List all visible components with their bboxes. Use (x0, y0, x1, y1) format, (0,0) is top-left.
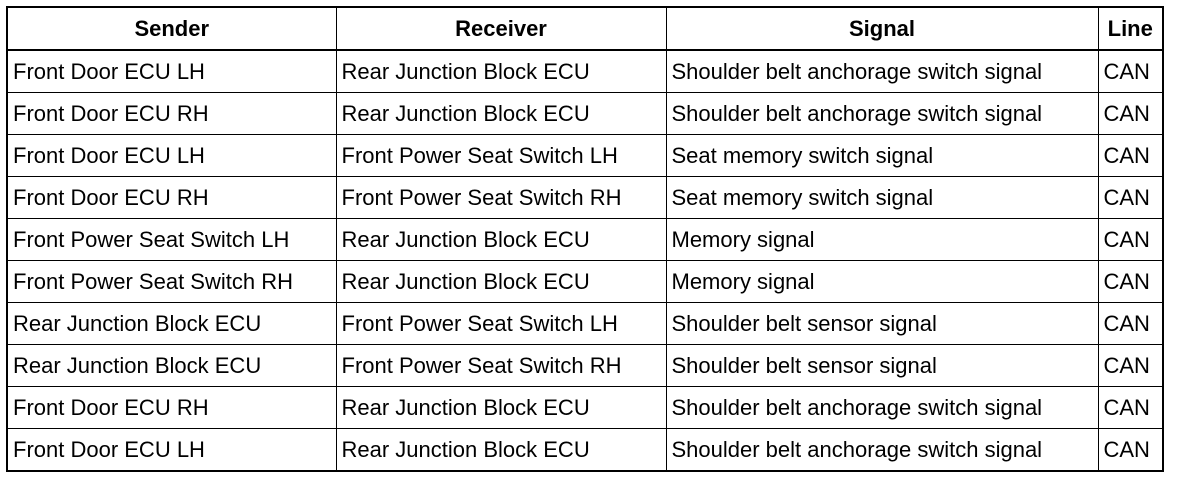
signal-cell: Memory signal (665, 260, 1099, 303)
sender-cell: Rear Junction Block ECU (6, 302, 337, 345)
header-row: Sender Receiver Signal Line (6, 6, 1164, 51)
receiver-cell: Front Power Seat Switch RH (335, 176, 667, 219)
sender-cell: Front Power Seat Switch RH (6, 260, 337, 303)
table-header: Sender Receiver Signal Line (6, 6, 1164, 51)
table-row: Front Door ECU LH Rear Junction Block EC… (6, 49, 1164, 93)
header-receiver: Receiver (335, 6, 667, 51)
line-cell: CAN (1097, 302, 1164, 345)
line-cell: CAN (1097, 218, 1164, 261)
table-row: Rear Junction Block ECU Front Power Seat… (6, 302, 1164, 345)
table-row: Front Door ECU LH Front Power Seat Switc… (6, 134, 1164, 177)
signal-cell: Memory signal (665, 218, 1099, 261)
sender-cell: Front Door ECU RH (6, 386, 337, 429)
sender-cell: Front Door ECU LH (6, 428, 337, 472)
table-row: Front Door ECU LH Rear Junction Block EC… (6, 428, 1164, 472)
signal-cell: Seat memory switch signal (665, 176, 1099, 219)
table-row: Front Door ECU RH Rear Junction Block EC… (6, 92, 1164, 135)
header-sender: Sender (6, 6, 337, 51)
line-cell: CAN (1097, 386, 1164, 429)
sender-cell: Front Door ECU RH (6, 92, 337, 135)
receiver-cell: Front Power Seat Switch RH (335, 344, 667, 387)
receiver-cell: Rear Junction Block ECU (335, 386, 667, 429)
receiver-cell: Front Power Seat Switch LH (335, 134, 667, 177)
line-cell: CAN (1097, 134, 1164, 177)
line-cell: CAN (1097, 428, 1164, 472)
table-row: Front Door ECU RH Front Power Seat Switc… (6, 176, 1164, 219)
line-cell: CAN (1097, 49, 1164, 93)
signal-cell: Shoulder belt sensor signal (665, 344, 1099, 387)
signal-cell: Shoulder belt anchorage switch signal (665, 92, 1099, 135)
header-signal: Signal (665, 6, 1099, 51)
signal-cell: Shoulder belt anchorage switch signal (665, 386, 1099, 429)
line-cell: CAN (1097, 92, 1164, 135)
signal-table: Sender Receiver Signal Line Front Door E… (6, 6, 1164, 472)
signal-cell: Shoulder belt anchorage switch signal (665, 49, 1099, 93)
line-cell: CAN (1097, 344, 1164, 387)
table-row: Front Power Seat Switch RH Rear Junction… (6, 260, 1164, 303)
line-cell: CAN (1097, 260, 1164, 303)
sender-cell: Front Door ECU LH (6, 49, 337, 93)
receiver-cell: Rear Junction Block ECU (335, 92, 667, 135)
line-cell: CAN (1097, 176, 1164, 219)
sender-cell: Front Door ECU RH (6, 176, 337, 219)
header-line: Line (1097, 6, 1164, 51)
table-body: Front Door ECU LH Rear Junction Block EC… (6, 49, 1164, 472)
table-row: Front Door ECU RH Rear Junction Block EC… (6, 386, 1164, 429)
receiver-cell: Rear Junction Block ECU (335, 49, 667, 93)
sender-cell: Front Power Seat Switch LH (6, 218, 337, 261)
receiver-cell: Rear Junction Block ECU (335, 428, 667, 472)
signal-cell: Shoulder belt anchorage switch signal (665, 428, 1099, 472)
sender-cell: Front Door ECU LH (6, 134, 337, 177)
sender-cell: Rear Junction Block ECU (6, 344, 337, 387)
table-row: Rear Junction Block ECU Front Power Seat… (6, 344, 1164, 387)
signal-cell: Shoulder belt sensor signal (665, 302, 1099, 345)
receiver-cell: Rear Junction Block ECU (335, 218, 667, 261)
signal-cell: Seat memory switch signal (665, 134, 1099, 177)
receiver-cell: Rear Junction Block ECU (335, 260, 667, 303)
table-row: Front Power Seat Switch LH Rear Junction… (6, 218, 1164, 261)
receiver-cell: Front Power Seat Switch LH (335, 302, 667, 345)
